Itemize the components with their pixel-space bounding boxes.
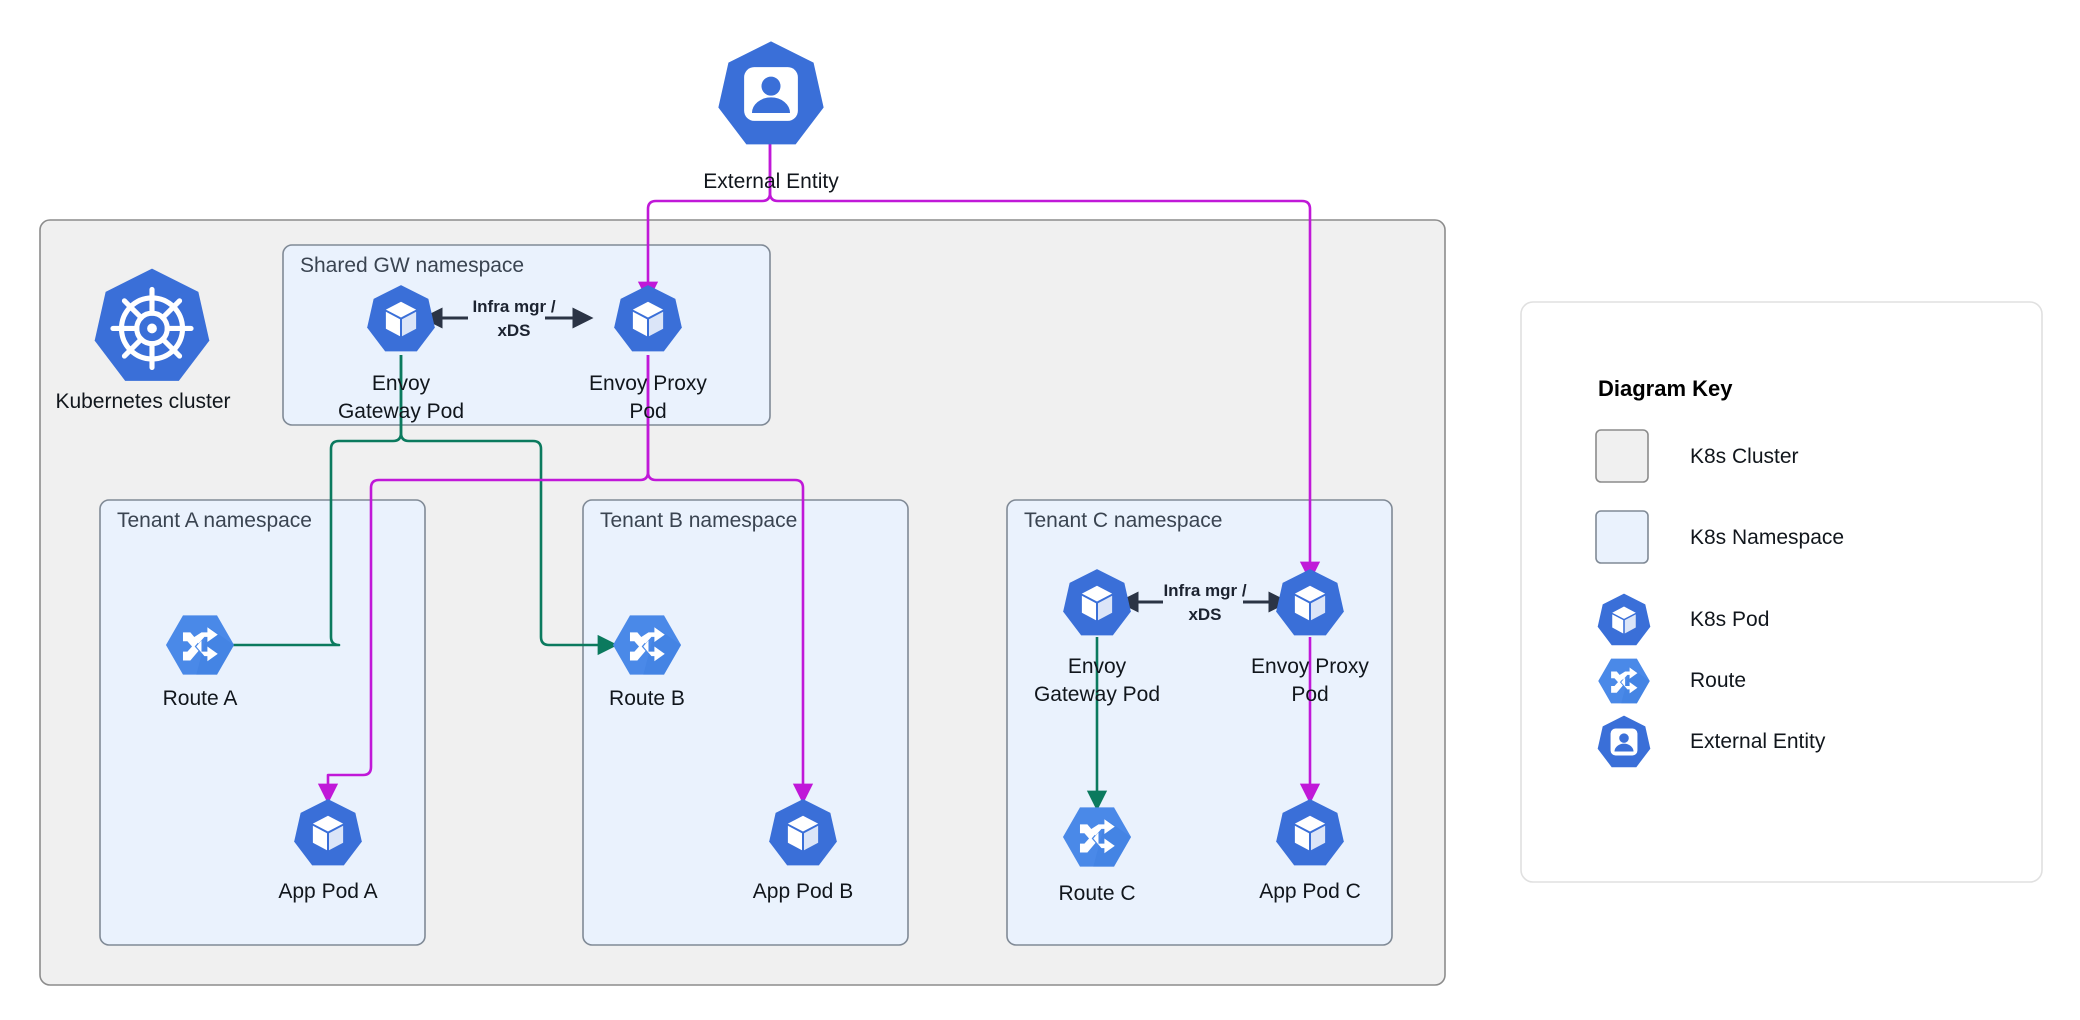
legend-label-1: K8s Namespace — [1690, 526, 1844, 549]
app-pod-a-label: App Pod A — [278, 880, 377, 903]
edge-proxy-to-app-pod-b — [646, 355, 814, 804]
legend-cluster-swatch-icon — [1595, 429, 1649, 483]
legend-label-2: K8s Pod — [1690, 608, 1769, 631]
tenant-b-namespace-box — [582, 499, 909, 946]
infra-label-shared-line2: xDS — [497, 321, 530, 340]
legend-namespace-swatch-icon — [1595, 510, 1649, 564]
tenant-c-namespace-box — [1006, 499, 1393, 946]
edge-gateway-to-route-a — [176, 355, 403, 656]
legend-label-4: External Entity — [1690, 730, 1826, 753]
tenant-c-gateway-pod-label-line2: Gateway Pod — [1034, 683, 1160, 706]
tenant-c-namespace-title: Tenant C namespace — [1024, 509, 1222, 532]
kubernetes-cluster-label: Kubernetes cluster — [55, 390, 230, 413]
external-entity-icon — [718, 41, 824, 145]
tenant-c-gateway-pod-label-line1: Envoy — [1068, 655, 1127, 678]
tenant-b-namespace-title: Tenant B namespace — [600, 509, 797, 532]
legend-label-3: Route — [1690, 669, 1746, 692]
app-pod-b-label: App Pod B — [753, 880, 853, 903]
tenant-a-namespace-title: Tenant A namespace — [117, 509, 312, 532]
route-b-label: Route B — [609, 687, 685, 710]
external-entity-label: External Entity — [703, 170, 839, 193]
envoy-gateway-pod-label-line2: Gateway Pod — [338, 400, 464, 423]
infra-label-shared-line1: Infra mgr / — [472, 297, 555, 316]
infra-label-tenant-c-line1: Infra mgr / — [1163, 581, 1246, 600]
edge-proxy-to-app-pod-a — [317, 355, 650, 804]
envoy-proxy-pod-label-line2: Pod — [629, 400, 666, 423]
legend-panel — [1520, 301, 2043, 883]
edge-external-to-tenant-c-proxy — [768, 140, 1321, 582]
shared-gw-namespace-title: Shared GW namespace — [300, 254, 524, 277]
edge-gateway-to-route-b — [399, 355, 618, 656]
app-pod-c-label: App Pod C — [1259, 880, 1361, 903]
tenant-c-proxy-pod-label-line2: Pod — [1291, 683, 1328, 706]
legend-title: Diagram Key — [1598, 376, 1733, 401]
tenant-c-proxy-pod-label-line1: Envoy Proxy — [1251, 655, 1369, 678]
tenant-a-namespace-box — [99, 499, 426, 946]
route-a-label: Route A — [163, 687, 238, 710]
legend-label-0: K8s Cluster — [1690, 445, 1799, 468]
infra-label-tenant-c-line2: xDS — [1188, 605, 1221, 624]
envoy-proxy-pod-label-line1: Envoy Proxy — [589, 372, 707, 395]
route-c-label: Route C — [1058, 882, 1135, 905]
envoy-gateway-pod-label-line1: Envoy — [372, 372, 431, 395]
